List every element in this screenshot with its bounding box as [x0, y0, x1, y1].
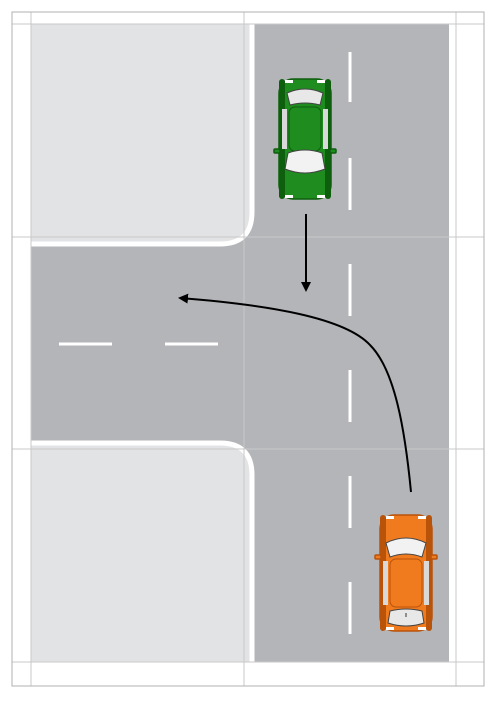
- sidewalk-bottom-left: [31, 443, 252, 662]
- green-car: [273, 78, 337, 200]
- diagram-border: [11, 11, 485, 687]
- sidewalk-top-left: [31, 24, 252, 244]
- road-surface: [31, 24, 449, 662]
- grid-lines: [12, 12, 484, 686]
- orange-car: [374, 514, 438, 632]
- left-turn-arrow: [178, 293, 412, 493]
